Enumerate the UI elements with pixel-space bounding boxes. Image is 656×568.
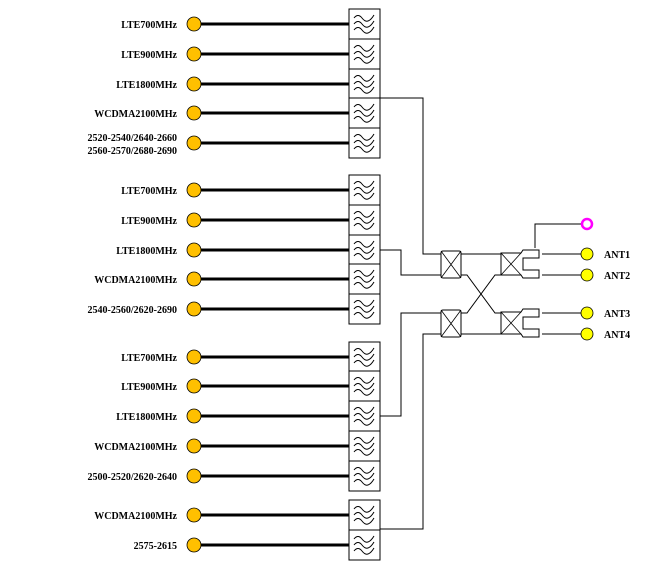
antenna-port[interactable]: ANT1 <box>580 247 630 261</box>
antenna-label: ANT1 <box>604 250 630 261</box>
hybrid-coupler <box>440 250 462 279</box>
hybrid-coupler <box>440 309 462 338</box>
input-port[interactable] <box>186 46 202 62</box>
bandpass-filter <box>348 293 381 325</box>
band-label: LTE900MHz <box>121 382 177 393</box>
interconnect-wires <box>380 97 587 530</box>
band-label: WCDMA2100MHz <box>94 275 177 286</box>
bandpass-filter <box>348 370 381 402</box>
input-row: LTE900MHz <box>121 38 381 70</box>
input-row: 2520-2540/2640-2660 2560-2570/2680-2690 <box>88 127 381 159</box>
input-row: LTE700MHz <box>121 8 381 40</box>
bandpass-filter <box>348 234 381 266</box>
band-label: LTE700MHz <box>121 353 177 364</box>
input-row: 2575-2615 <box>134 529 381 561</box>
antenna-connector[interactable] <box>580 268 594 282</box>
input-port[interactable] <box>186 242 202 258</box>
antenna-port[interactable]: ANT2 <box>580 268 630 282</box>
combiner-hybrid <box>500 249 540 279</box>
antenna-connector[interactable] <box>580 306 594 320</box>
bandpass-filter <box>348 174 381 206</box>
band-label: 2575-2615 <box>134 541 177 552</box>
input-port[interactable] <box>186 212 202 228</box>
input-row: LTE1800MHz <box>116 400 381 432</box>
band-label: WCDMA2100MHz <box>94 511 177 522</box>
input-port[interactable] <box>186 349 202 365</box>
input-row: 2540-2560/2620-2690 <box>88 293 381 325</box>
bandpass-filter <box>348 38 381 70</box>
input-row: LTE900MHz <box>121 204 381 236</box>
input-row: WCDMA2100MHz <box>94 499 381 531</box>
input-row: LTE1800MHz <box>116 68 381 100</box>
bandpass-filter <box>348 341 381 373</box>
input-port[interactable] <box>186 468 202 484</box>
band-label: 2500-2520/2620-2640 <box>88 472 177 483</box>
input-row: LTE700MHz <box>121 174 381 206</box>
bandpass-filter <box>348 97 381 129</box>
input-port[interactable] <box>186 105 202 121</box>
input-row: WCDMA2100MHz <box>94 263 381 295</box>
combiner-hybrid <box>500 308 540 338</box>
bandpass-filter <box>348 499 381 531</box>
band-label: LTE700MHz <box>121 20 177 31</box>
bandpass-filter <box>348 8 381 40</box>
input-port[interactable] <box>186 507 202 523</box>
antenna-label: ANT2 <box>604 271 630 282</box>
band-label: 2540-2560/2620-2690 <box>88 305 177 316</box>
bandpass-filter <box>348 400 381 432</box>
band-label: 2560-2570/2680-2690 <box>88 146 177 157</box>
input-port[interactable] <box>186 408 202 424</box>
input-row: WCDMA2100MHz <box>94 430 381 462</box>
bandpass-filter <box>348 127 381 159</box>
band-label: WCDMA2100MHz <box>94 442 177 453</box>
bandpass-filter <box>348 263 381 295</box>
bandpass-filter <box>348 430 381 462</box>
antenna-label: ANT3 <box>604 309 630 320</box>
band-label: LTE1800MHz <box>116 80 177 91</box>
input-row: LTE1800MHz <box>116 234 381 266</box>
band-label: LTE700MHz <box>121 186 177 197</box>
input-row: LTE900MHz <box>121 370 381 402</box>
band-label: LTE900MHz <box>121 216 177 227</box>
input-port[interactable] <box>186 438 202 454</box>
input-port[interactable] <box>186 271 202 287</box>
bandpass-filter <box>348 68 381 100</box>
antenna-label: ANT4 <box>604 330 630 341</box>
input-port[interactable] <box>186 16 202 32</box>
band-label: 2520-2540/2640-2660 <box>88 133 177 144</box>
antenna-port[interactable]: ANT4 <box>580 327 630 341</box>
bandpass-filter <box>348 529 381 561</box>
input-row: 2500-2520/2620-2640 <box>88 460 381 492</box>
input-port[interactable] <box>186 301 202 317</box>
band-label: LTE1800MHz <box>116 246 177 257</box>
bandpass-filter <box>348 460 381 492</box>
antenna-connector[interactable] <box>580 247 594 261</box>
bandpass-filter <box>348 204 381 236</box>
input-port[interactable] <box>186 135 202 151</box>
antenna-connector[interactable] <box>580 327 594 341</box>
input-port[interactable] <box>186 537 202 553</box>
termination-load <box>580 217 594 231</box>
input-row: WCDMA2100MHz <box>94 97 381 129</box>
band-label: LTE900MHz <box>121 50 177 61</box>
input-port[interactable] <box>186 76 202 92</box>
input-port[interactable] <box>186 378 202 394</box>
input-port[interactable] <box>186 182 202 198</box>
antenna-port[interactable]: ANT3 <box>580 306 630 320</box>
band-label: LTE1800MHz <box>116 412 177 423</box>
input-row: LTE700MHz <box>121 341 381 373</box>
band-label: WCDMA2100MHz <box>94 109 177 120</box>
